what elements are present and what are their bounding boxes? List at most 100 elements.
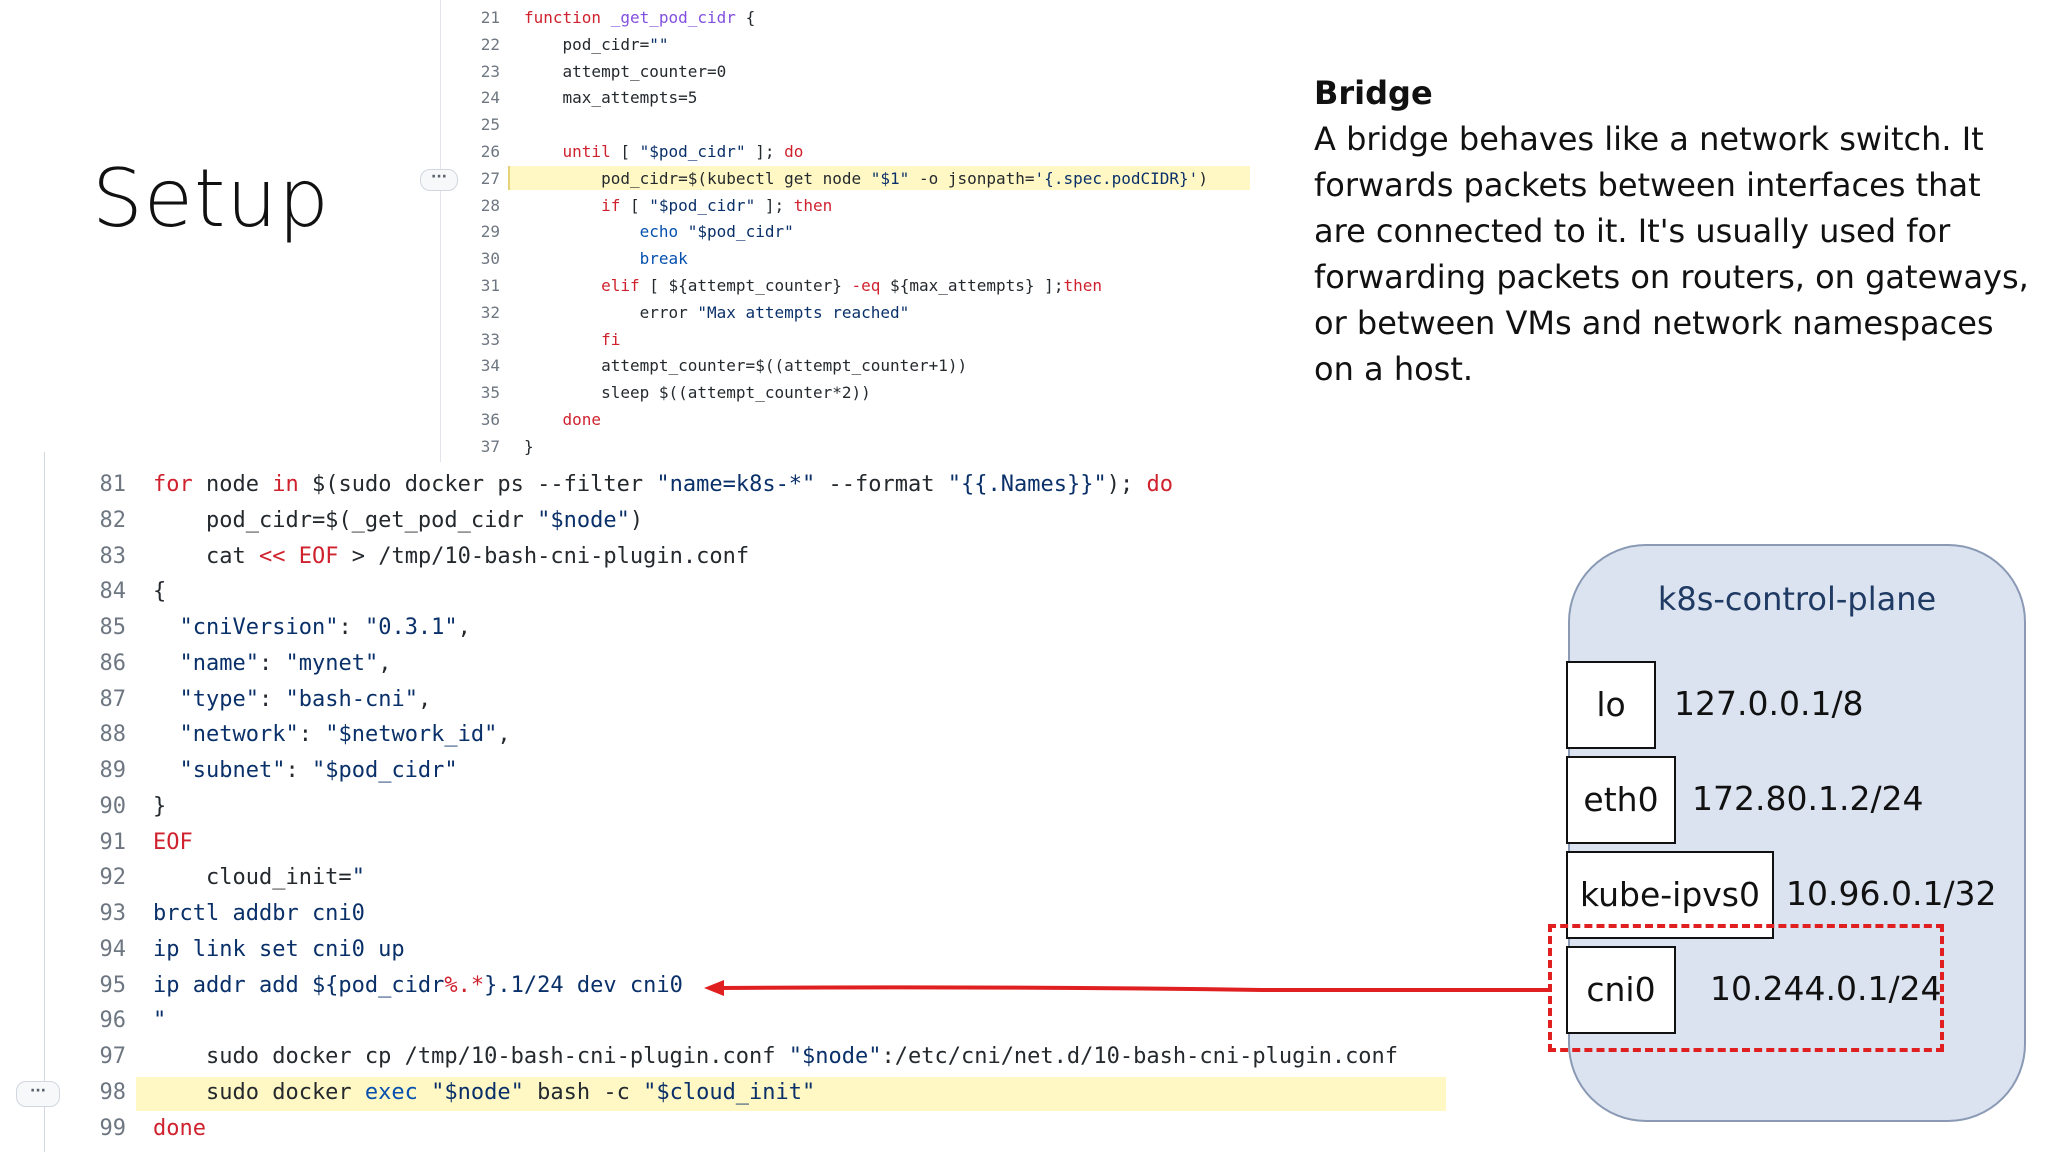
code-text: if [ "$pod_cidr" ]; then xyxy=(601,195,833,215)
code-line: 28 if [ "$pod_cidr" ]; then xyxy=(440,196,1250,223)
code-line: 34 attempt_counter=$((attempt_counter+1)… xyxy=(440,356,1250,383)
line-number: 21 xyxy=(480,8,500,27)
line-number: 98 xyxy=(99,1079,127,1105)
line-number: 30 xyxy=(480,249,500,269)
code-line: 98 sudo docker exec "$node" bash -c "$cl… xyxy=(44,1080,1404,1116)
code-text: until [ "$pod_cidr" ]; do xyxy=(562,142,804,161)
code-text: error "Max attempts reached" xyxy=(524,302,910,322)
code-line: 23 attempt_counter=0 xyxy=(440,62,1250,89)
code-text: sudo docker cp /tmp/10-bash-cni-plugin.c… xyxy=(153,1044,1399,1069)
code-line: 89 "subnet": "$pod_cidr" xyxy=(44,758,1404,794)
expand-lines-button-bottom[interactable]: ··· xyxy=(16,1081,60,1107)
interface-address-cni0: 10.244.0.1/24 xyxy=(1710,969,1942,1008)
line-number: 34 xyxy=(480,356,500,376)
interface-box-cni0: cni0 xyxy=(1566,946,1676,1034)
line-number: 35 xyxy=(480,383,500,403)
line-number: 96 xyxy=(99,1008,127,1034)
code-line: 83 cat << EOF > /tmp/10-bash-cni-plugin.… xyxy=(44,544,1404,580)
code-line: 33 fi xyxy=(440,330,1250,357)
code-text: ip addr add ${pod_cidr%.*}.1/24 dev cni0 xyxy=(153,972,683,998)
code-text: for node in $(sudo docker ps --filter "n… xyxy=(153,472,1173,497)
code-text: elif [ ${attempt_counter} -eq ${max_atte… xyxy=(601,276,1102,295)
bridge-explanation: Bridge A bridge behaves like a network s… xyxy=(1314,70,2034,392)
code-line: 24 max_attempts=5 xyxy=(440,88,1250,115)
code-line: 97 sudo docker cp /tmp/10-bash-cni-plugi… xyxy=(44,1044,1404,1080)
code-text: sleep $((attempt_counter*2)) xyxy=(524,383,871,403)
host-name: k8s-control-plane xyxy=(1657,580,1937,618)
line-number: 82 xyxy=(99,507,127,533)
code-line: 36 done xyxy=(440,410,1250,437)
line-number: 28 xyxy=(480,195,500,215)
code-line: 84{ xyxy=(44,579,1404,615)
code-text: pod_cidr="" xyxy=(524,34,669,54)
interface-box-eth0: eth0 xyxy=(1566,756,1676,844)
code-text: sudo docker exec "$node" bash -c "$cloud… xyxy=(153,1079,816,1105)
line-number: 84 xyxy=(99,579,127,605)
code-line: 37} xyxy=(440,437,1250,464)
code-line: 30 break xyxy=(440,249,1250,276)
bridge-heading: Bridge xyxy=(1314,74,1433,112)
line-number: 87 xyxy=(99,686,127,712)
code-line: 96" xyxy=(44,1008,1404,1044)
expand-lines-button-top[interactable]: ··· xyxy=(420,169,458,191)
interface-address-eth0: 172.80.1.2/24 xyxy=(1692,779,1924,818)
code-text: cat << EOF > /tmp/10-bash-cni-plugin.con… xyxy=(153,543,750,569)
arrow-line xyxy=(719,985,1550,992)
line-number: 85 xyxy=(99,615,127,640)
highlighted-line xyxy=(508,166,1250,190)
arrow-head xyxy=(704,980,724,996)
line-number: 25 xyxy=(480,115,500,135)
code-line: 92 cloud_init=" xyxy=(44,865,1404,901)
code-line: 88 "network": "$network_id", xyxy=(44,722,1404,758)
code-line: 22 pod_cidr="" xyxy=(440,35,1250,62)
code-text: done xyxy=(153,1115,206,1141)
code-text: attempt_counter=0 xyxy=(524,61,727,81)
gutter-divider xyxy=(44,452,45,1152)
code-line: 25 xyxy=(440,115,1250,142)
line-number: 22 xyxy=(480,34,500,54)
line-number: 33 xyxy=(480,329,500,349)
code-text: "network": "$network_id", xyxy=(179,722,511,748)
bridge-text: A bridge behaves like a network switch. … xyxy=(1314,120,2029,388)
highlighted-line xyxy=(136,1077,1446,1111)
code-text: ip link set cni0 up xyxy=(153,936,405,962)
code-text: attempt_counter=$((attempt_counter+1)) xyxy=(524,356,968,376)
code-text: EOF xyxy=(153,829,193,855)
code-text: break xyxy=(639,249,688,269)
line-number: 88 xyxy=(99,722,127,748)
code-text: "name": "mynet", xyxy=(179,650,392,676)
code-text: pod_cidr=$(_get_pod_cidr "$node") xyxy=(153,507,644,533)
code-text: done xyxy=(562,410,602,429)
code-text: echo "$pod_cidr" xyxy=(639,222,794,242)
code-text: } xyxy=(524,436,534,456)
code-line: 32 error "Max attempts reached" xyxy=(440,303,1250,330)
code-snippet-get-pod-cidr: 21 function _get_pod_cidr { 22 pod_cidr=""… xyxy=(440,0,1250,462)
line-number: 26 xyxy=(480,142,500,161)
line-number: 97 xyxy=(99,1044,127,1069)
code-line: 27 pod_cidr=$(kubectl get node "$1" -o j… xyxy=(440,169,1250,196)
interface-address-lo: 127.0.0.1/8 xyxy=(1674,684,1864,723)
line-number: 32 xyxy=(480,302,500,322)
line-number: 29 xyxy=(480,222,500,242)
slide-title: Setup xyxy=(92,152,330,245)
code-line: 87 "type": "bash-cni", xyxy=(44,687,1404,723)
line-number: 99 xyxy=(99,1115,127,1141)
code-line: 90} xyxy=(44,794,1404,830)
line-number: 36 xyxy=(480,410,500,429)
code-text: function _get_pod_cidr { xyxy=(524,8,756,27)
line-number: 24 xyxy=(480,88,500,108)
code-line: 26 until [ "$pod_cidr" ]; do xyxy=(440,142,1250,169)
code-text: "type": "bash-cni", xyxy=(179,686,432,712)
code-text: } xyxy=(153,793,167,819)
code-text: pod_cidr=$(kubectl get node "$1" -o json… xyxy=(524,168,1208,188)
code-line: 99 done xyxy=(44,1116,1404,1152)
code-text: brctl addbr cni0 xyxy=(153,901,365,926)
line-number: 31 xyxy=(480,276,500,295)
interface-address-kube-ipvs0: 10.96.0.1/32 xyxy=(1786,874,1997,913)
